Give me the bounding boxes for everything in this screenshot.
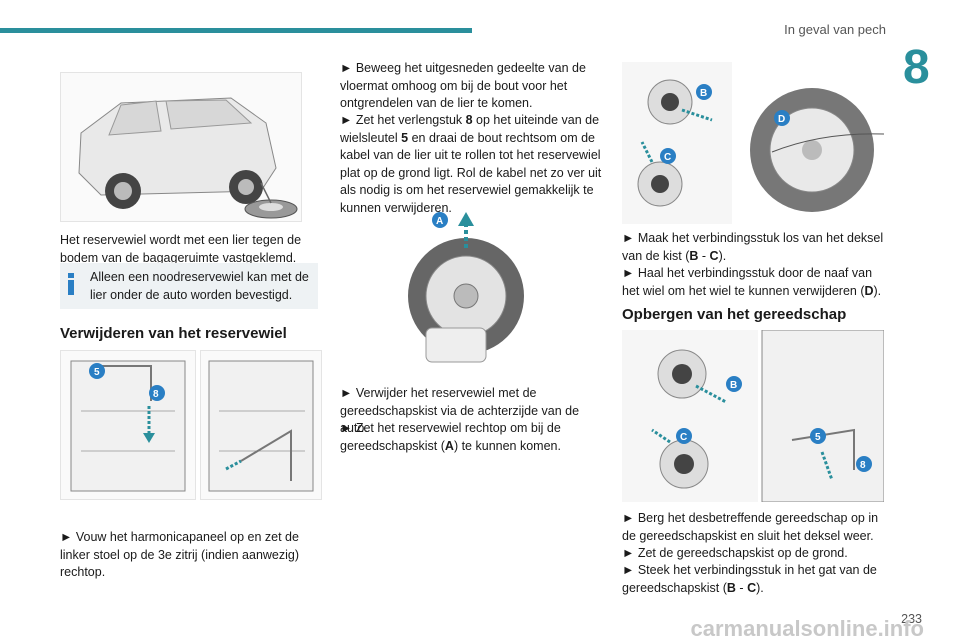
label-5: 5 xyxy=(94,367,100,378)
page-number: 233 xyxy=(901,612,922,626)
heading-remove-spare: Verwijderen van het reservewiel xyxy=(60,325,287,342)
label-C-top: C xyxy=(664,152,671,163)
label-A: A xyxy=(436,216,443,227)
label-B-bottom: B xyxy=(730,380,737,391)
step-5-ref-A: A xyxy=(444,438,454,453)
spare-wheel-toolbox-illustration: A xyxy=(408,212,524,363)
trunk-illustration-winch xyxy=(200,350,322,500)
step-10-text: ► Steek het verbindingsstuk in het gat v… xyxy=(622,562,888,597)
step-7-part-a: ► Haal het verbindingsstuk door de naaf … xyxy=(622,266,873,298)
step-6-part-e: ). xyxy=(718,248,727,263)
step-4-text: ► Verwijder het reservewiel met de geree… xyxy=(340,386,580,435)
step-6-ref-C: C xyxy=(709,248,719,263)
label-C-bottom: C xyxy=(680,432,687,443)
step-10-part-c: - xyxy=(735,580,748,595)
heading-store-tools: Opbergen van het gereedschap xyxy=(622,306,847,323)
header-accent-bar xyxy=(0,28,472,33)
step-3-part-c: op het uiteinde van de wielsleutel xyxy=(340,113,600,145)
watermark: carmanualsonline.info xyxy=(690,616,925,641)
step-3-text: ► Zet het verlengstuk 8 op het uiteinde … xyxy=(340,112,604,217)
label-B-top: B xyxy=(700,88,707,99)
step-10-ref-C: C xyxy=(747,580,757,595)
step-1-text: ► Vouw het harmonicapaneel op en zet de … xyxy=(60,530,300,579)
label-8-right: 8 xyxy=(860,460,866,471)
step-3-ref-5: 5 xyxy=(401,130,409,145)
tool-storage-illustration: B C 5 8 xyxy=(622,330,884,502)
step-7-text: ► Haal het verbindingsstuk door de naaf … xyxy=(622,265,888,300)
label-D: D xyxy=(778,114,785,125)
step-5-part-c: ) te kunnen komen. xyxy=(453,438,561,453)
step-6-part-a: ► Maak het verbindingsstuk los van het d… xyxy=(622,231,884,263)
section-title: In geval van pech xyxy=(784,22,886,37)
step-10-part-e: ). xyxy=(756,580,764,595)
step-10-ref-B: B xyxy=(726,580,736,595)
step-6-text: ► Maak het verbindingsstuk los van het d… xyxy=(622,230,888,265)
connector-removal-illustration: B C D xyxy=(622,62,884,224)
label-5-right: 5 xyxy=(815,432,821,443)
step-7-ref-D: D xyxy=(864,283,874,298)
intro-text: Het reservewiel wordt met een lier tegen… xyxy=(60,233,302,265)
step-3-ref-8: 8 xyxy=(465,113,473,127)
label-8: 8 xyxy=(153,389,159,400)
step-6-ref-B: B xyxy=(689,248,699,263)
trunk-illustration-5-8: 5 8 xyxy=(60,350,196,500)
info-callout: Alleen een noodreservewiel kan met de li… xyxy=(60,263,318,309)
chapter-number: 8 xyxy=(903,41,930,94)
info-icon xyxy=(68,273,74,295)
step-5-part-a: ► Zet het reservewiel rechtop om bij de … xyxy=(340,421,561,453)
step-6-part-c: - xyxy=(698,248,710,263)
step-10-part-a: ► Steek het verbindingsstuk in het gat v… xyxy=(622,563,877,595)
step-2-text: ► Beweeg het uitgesneden gedeelte van de… xyxy=(340,61,586,110)
car-spare-wheel-illustration xyxy=(60,72,302,222)
step-3-part-a: ► Zet het verlengstuk xyxy=(340,113,466,127)
step-5-text: ► Zet het reservewiel rechtop om bij de … xyxy=(340,420,606,455)
step-8-text: ► Berg het desbetreffende gereedschap op… xyxy=(622,511,879,543)
step-9-text: ► Zet de gereedschapskist op de grond. xyxy=(622,546,848,560)
step-3-part-e: en draai de bout rechtsom om de kabel va… xyxy=(340,130,602,215)
chapter-tab xyxy=(893,38,960,98)
step-7-part-c: ). xyxy=(873,283,882,298)
callout-text: Alleen een noodreservewiel kan met de li… xyxy=(90,270,309,302)
